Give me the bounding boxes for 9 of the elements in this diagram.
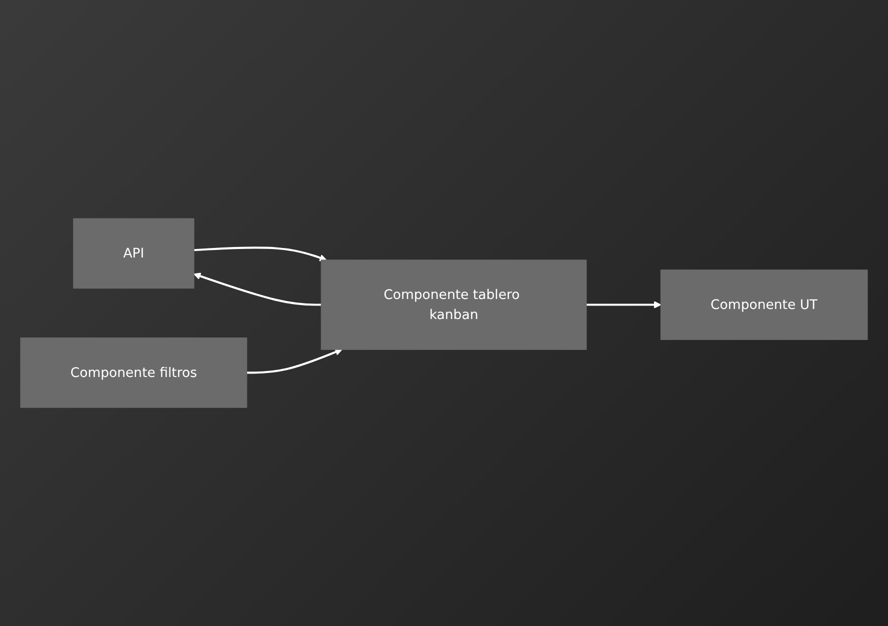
arrow xyxy=(246,348,342,374)
arrow xyxy=(194,246,327,262)
flowchart: API Componente UT Componente filtros Componente tablero kanban xyxy=(14,212,874,414)
arrow xyxy=(194,272,322,306)
node-box xyxy=(73,218,194,289)
arrow xyxy=(586,301,662,308)
node-box xyxy=(660,270,868,340)
node-box xyxy=(320,260,587,350)
node-box xyxy=(20,337,248,408)
